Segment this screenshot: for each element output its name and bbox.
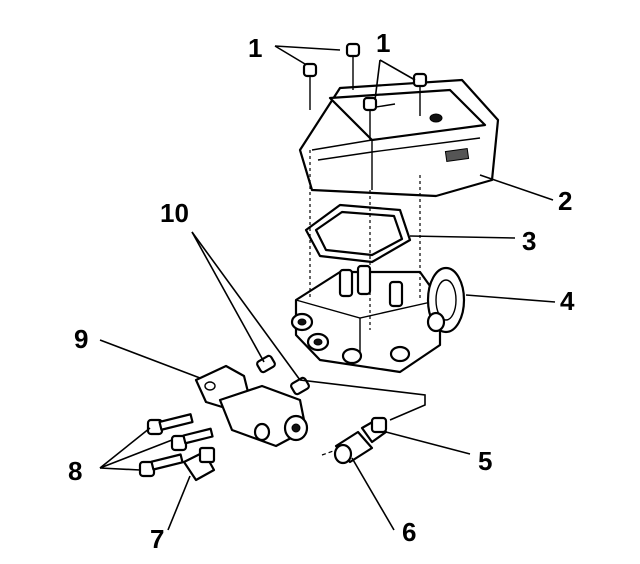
callout-8: 8: [68, 456, 82, 486]
fitting-and-sleeve: [333, 416, 388, 465]
callout-5: 5: [478, 446, 492, 476]
hydraulic-modulator: [290, 264, 466, 374]
callout-2: 2: [558, 186, 572, 216]
bracket: [194, 364, 309, 448]
bolts: [138, 413, 214, 478]
callout-3: 3: [522, 226, 536, 256]
callout-7: 7: [150, 524, 164, 554]
callout-10: 10: [160, 198, 189, 228]
callout-6: 6: [402, 517, 416, 547]
cover-screws: [302, 42, 428, 140]
module-cover: [298, 78, 500, 198]
callout-labels: 1 1 2 3 4 5 6 7 8 9 10: [68, 28, 575, 554]
gasket: [304, 203, 412, 264]
callout-1a: 1: [248, 33, 262, 63]
plug: [182, 446, 216, 482]
callout-9: 9: [74, 324, 88, 354]
fittings: [256, 354, 310, 396]
callout-1b: 1: [376, 28, 390, 58]
callout-4: 4: [560, 286, 575, 316]
leader-lines: [99, 45, 556, 531]
